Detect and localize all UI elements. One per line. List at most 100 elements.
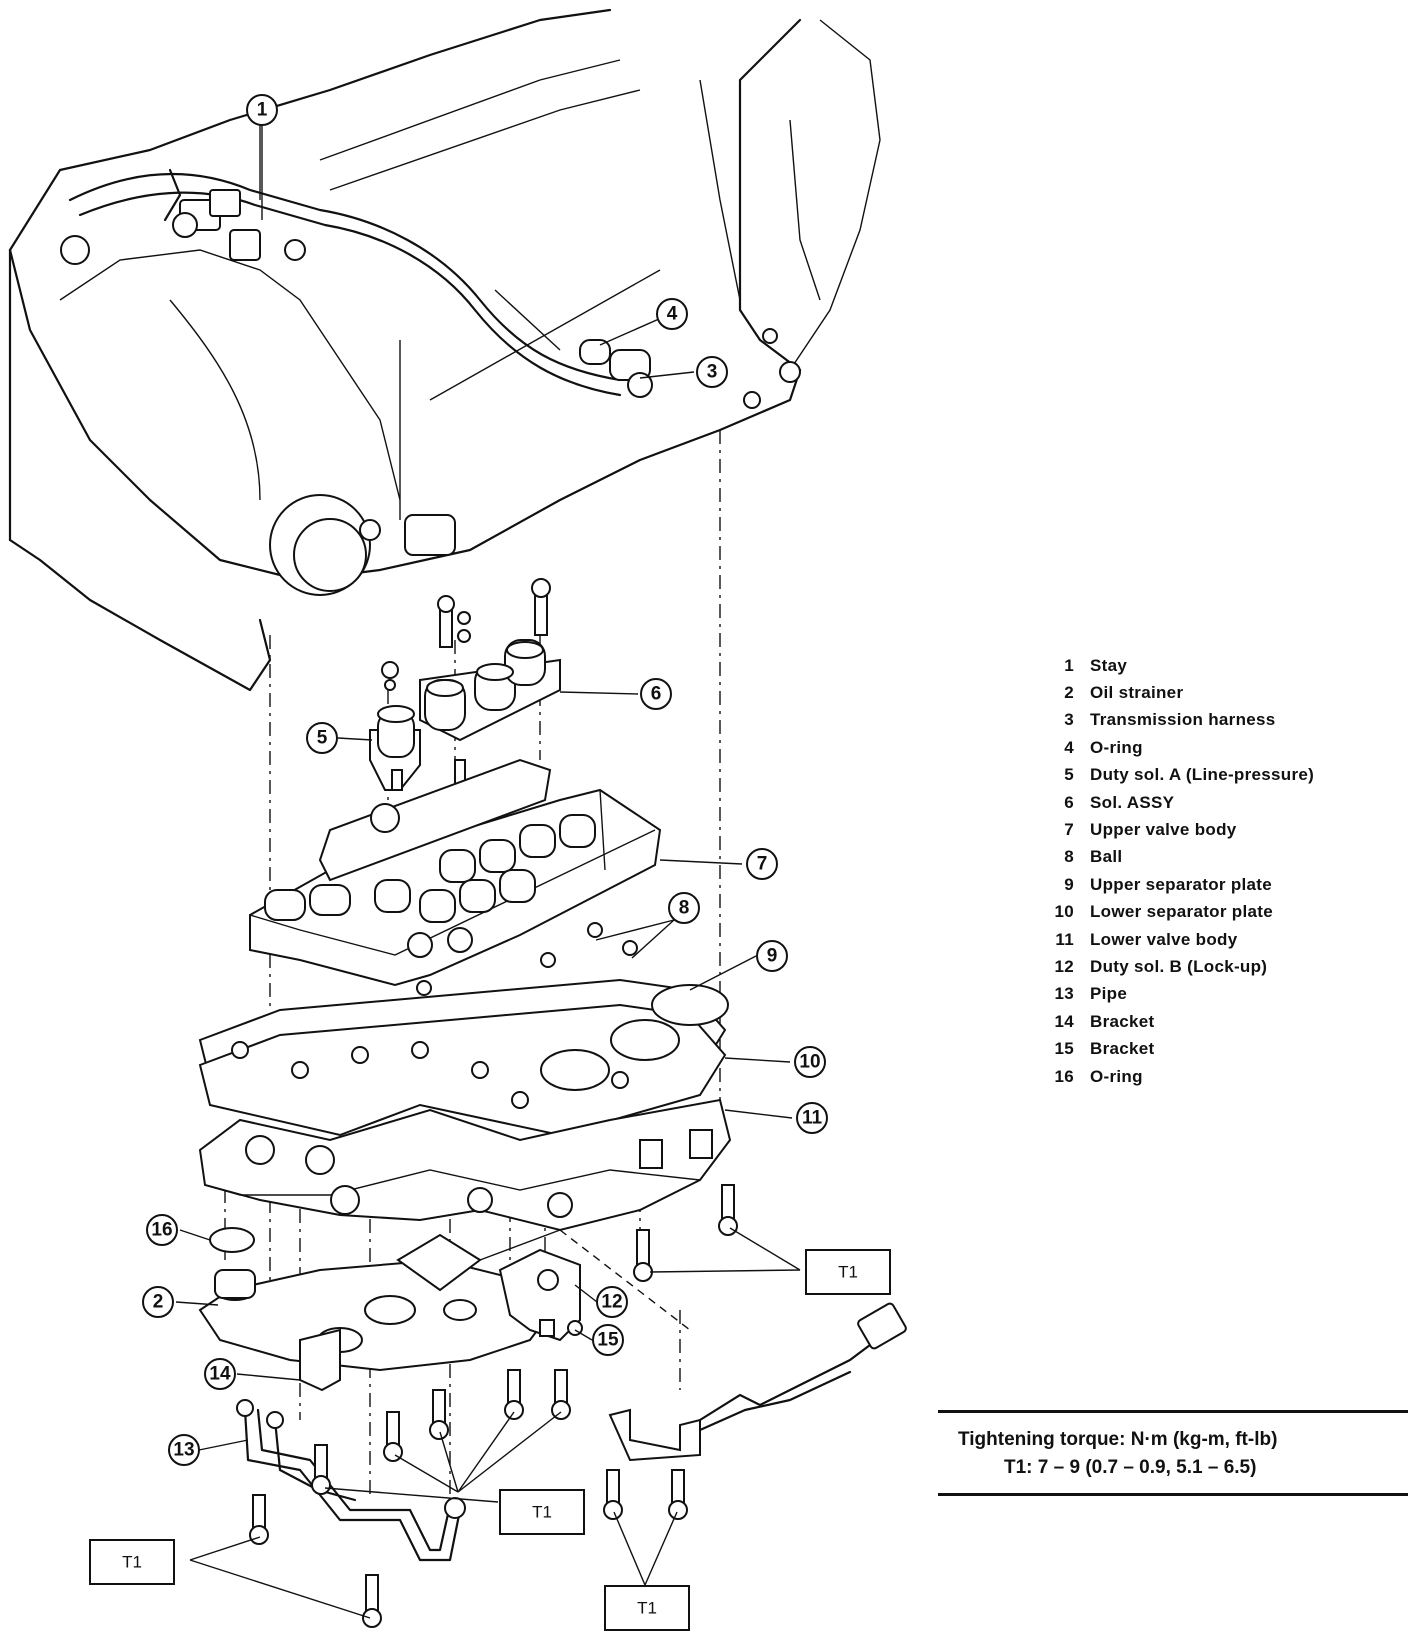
legend-number: 15: [1054, 1039, 1074, 1059]
svg-text:10: 10: [799, 1052, 820, 1073]
svg-text:5: 5: [317, 728, 328, 749]
torque-box-t1-left: T1: [89, 1539, 175, 1585]
o-ring-16: [209, 1227, 255, 1253]
svg-text:11: 11: [802, 1108, 823, 1129]
legend-label: Bracket: [1090, 1039, 1155, 1059]
bracket-14: [299, 1328, 341, 1392]
legend-number: 8: [1064, 847, 1074, 867]
legend-label: Sol. ASSY: [1090, 792, 1175, 812]
torque-box-t1-right: T1: [805, 1249, 891, 1295]
legend-number: 13: [1054, 984, 1074, 1004]
svg-text:9: 9: [767, 946, 778, 967]
callout-2: 2: [142, 1286, 174, 1318]
legend-number: 7: [1064, 820, 1074, 840]
callout-9: 9: [756, 940, 788, 972]
legend-number: 6: [1064, 792, 1074, 812]
legend-item: 3 Transmission harness: [1038, 707, 1418, 734]
legend-item: 12 Duty sol. B (Lock-up): [1038, 953, 1418, 980]
legend-label: Ball: [1090, 847, 1123, 867]
cable-bracket: [608, 1302, 907, 1462]
legend-label: Duty sol. B (Lock-up): [1090, 956, 1268, 976]
svg-text:1: 1: [257, 100, 268, 121]
legend-number: 12: [1054, 956, 1074, 976]
callout-1: 1: [246, 94, 278, 126]
solenoid-assy: [419, 578, 561, 742]
svg-text:8: 8: [679, 898, 690, 919]
legend-number: 2: [1064, 683, 1074, 703]
legend-label: Duty sol. A (Line-pressure): [1090, 765, 1315, 785]
torque-spec: Tightening torque: N·m (kg-m, ft-lb) T1:…: [938, 1410, 1408, 1496]
legend-label: O-ring: [1090, 737, 1143, 757]
callout-3: 3: [696, 356, 728, 388]
legend-label: Bracket: [1090, 1011, 1155, 1031]
separator-plates: [198, 978, 729, 1137]
callout-13: 13: [168, 1434, 200, 1466]
callout-5: 5: [306, 722, 338, 754]
legend-label: Lower separator plate: [1090, 902, 1273, 922]
callout-8: 8: [668, 892, 700, 924]
callout-7: 7: [746, 848, 778, 880]
legend-label: Upper valve body: [1090, 820, 1237, 840]
callout-leaders: [175, 126, 793, 1451]
legend-item: 13 Pipe: [1038, 981, 1418, 1008]
stay-and-harness: [60, 110, 653, 398]
svg-text:16: 16: [151, 1220, 172, 1241]
legend-number: 5: [1064, 765, 1074, 785]
torque-title: Tightening torque: N·m (kg-m, ft-lb): [958, 1429, 1278, 1450]
legend-number: 10: [1054, 902, 1074, 922]
torque-rule-top: [938, 1410, 1408, 1413]
svg-text:T1: T1: [532, 1503, 552, 1522]
callout-10: 10: [794, 1046, 826, 1078]
legend-label: Upper separator plate: [1090, 874, 1273, 894]
legend-number: 14: [1054, 1011, 1074, 1031]
legend-number: 16: [1054, 1066, 1074, 1086]
callout-16: 16: [146, 1214, 178, 1246]
callout-15: 15: [592, 1324, 624, 1356]
legend-label: Transmission harness: [1090, 710, 1276, 730]
callout-4: 4: [656, 298, 688, 330]
svg-text:T1: T1: [637, 1599, 657, 1618]
transmission-case: [8, 8, 881, 692]
svg-text:7: 7: [757, 854, 768, 875]
legend-label: Pipe: [1090, 984, 1128, 1004]
svg-text:T1: T1: [838, 1263, 858, 1282]
legend-item: 10 Lower separator plate: [1038, 899, 1418, 926]
svg-text:13: 13: [173, 1440, 194, 1461]
harness-connector: [396, 1229, 561, 1292]
legend-item: 9 Upper separator plate: [1038, 871, 1418, 898]
legend-label: O-ring: [1090, 1066, 1143, 1086]
svg-text:6: 6: [651, 684, 662, 705]
legend-label: Oil strainer: [1090, 683, 1184, 703]
legend-item: 5 Duty sol. A (Line-pressure): [1038, 762, 1418, 789]
torque-rule-bottom: [938, 1493, 1408, 1496]
svg-text:3: 3: [707, 362, 718, 383]
legend-item: 14 Bracket: [1038, 1008, 1418, 1035]
legend-item: 2 Oil strainer: [1038, 679, 1418, 706]
svg-text:T1: T1: [122, 1553, 142, 1572]
legend-number: 4: [1064, 737, 1074, 757]
valve-spools: [264, 814, 596, 923]
legend-item: 8 Ball: [1038, 844, 1418, 871]
legend-item: 6 Sol. ASSY: [1038, 789, 1418, 816]
svg-text:12: 12: [601, 1292, 622, 1313]
callout-11: 11: [796, 1102, 828, 1134]
pipe: [236, 1399, 466, 1562]
legend-number: 3: [1064, 710, 1074, 730]
bolts: [249, 1184, 738, 1628]
svg-text:2: 2: [153, 1292, 164, 1313]
duty-solenoid-b: [498, 1248, 583, 1342]
svg-text:14: 14: [209, 1364, 231, 1385]
callout-12: 12: [596, 1286, 628, 1318]
legend-item: 16 O-ring: [1038, 1063, 1418, 1090]
legend-label: Lower valve body: [1090, 929, 1238, 949]
legend-item: 4 O-ring: [1038, 734, 1418, 761]
torque-box-t1-center: T1: [499, 1489, 585, 1535]
legend-number: 9: [1064, 874, 1074, 894]
legend-item: 15 Bracket: [1038, 1035, 1418, 1062]
torque-value: T1: 7 – 9 (0.7 – 0.9, 5.1 – 6.5): [1004, 1457, 1257, 1478]
upper-valve-body: [249, 758, 662, 987]
